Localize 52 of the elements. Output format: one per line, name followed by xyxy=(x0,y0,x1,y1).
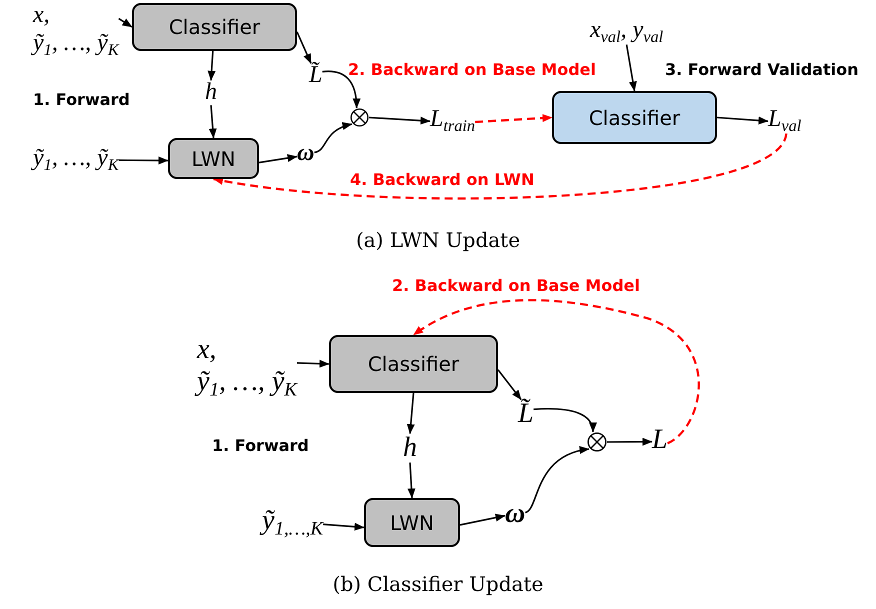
figure-caption: (a) LWN Update xyxy=(356,228,520,252)
arrow xyxy=(497,369,522,400)
arrow xyxy=(118,18,132,28)
step-label: 3. Forward Validation xyxy=(665,60,858,79)
step-label: 2. Backward on Base Model xyxy=(392,276,640,295)
arrow xyxy=(626,44,637,92)
loss-symbol: L̃ xyxy=(518,398,534,430)
arrow xyxy=(534,408,596,432)
arrow xyxy=(368,116,430,125)
step-label: 1. Forward xyxy=(212,436,309,455)
label-variables: ỹ$_{1}$, …, ỹ$_{K}$ xyxy=(33,145,119,173)
arrow xyxy=(296,31,312,64)
figure-caption: (b) Classifier Update xyxy=(332,572,544,596)
input-variables: x, ỹ$_{1}$, …, ỹ$_{K}$ xyxy=(33,2,119,58)
classifier-box: Classifier xyxy=(132,3,297,51)
arrow xyxy=(460,514,506,526)
lwn-box: LWN xyxy=(364,498,460,547)
loss-symbol: L xyxy=(652,424,668,456)
arrow xyxy=(208,50,216,81)
classifier-box: Classifier xyxy=(552,91,717,144)
feature-symbol: h xyxy=(403,432,417,464)
arrow xyxy=(406,392,415,434)
arrow xyxy=(296,360,330,368)
arrow xyxy=(716,116,768,124)
arrow xyxy=(607,438,652,446)
weight-symbol: ω xyxy=(297,140,314,168)
loss-symbol: L̃ xyxy=(309,62,322,90)
arrow xyxy=(407,462,416,498)
step-label: 1. Forward xyxy=(33,90,130,109)
weight-symbol: ω xyxy=(505,498,526,530)
feature-symbol: h xyxy=(205,79,217,107)
multiply-operator xyxy=(350,108,369,127)
arrow xyxy=(323,522,364,531)
arrow xyxy=(208,105,217,138)
step-label: 4. Backward on LWN xyxy=(350,170,534,189)
input-variables: x, ỹ$_{1}$, …, ỹ$_{K}$ xyxy=(197,334,297,398)
dashed-arrow xyxy=(412,299,700,444)
dashed-arrow xyxy=(475,114,552,124)
train-loss-symbol: L$_{train}$ xyxy=(430,106,476,134)
arrow xyxy=(524,446,590,514)
arrow xyxy=(258,154,298,164)
arrow xyxy=(322,70,360,108)
multiply-operator xyxy=(587,432,607,452)
classifier-box: Classifier xyxy=(329,335,498,393)
dashed-arrow xyxy=(213,133,788,200)
validation-data: x$_{val}$, y$_{val}$ xyxy=(590,17,664,45)
lwn-box: LWN xyxy=(168,138,259,179)
arrow xyxy=(314,122,352,154)
arrow xyxy=(118,156,168,164)
step-label: 2. Backward on Base Model xyxy=(348,60,596,79)
validation-loss-symbol: L$_{val}$ xyxy=(768,106,802,134)
label-variables: ỹ$_{1,…,K}$ xyxy=(262,505,324,538)
